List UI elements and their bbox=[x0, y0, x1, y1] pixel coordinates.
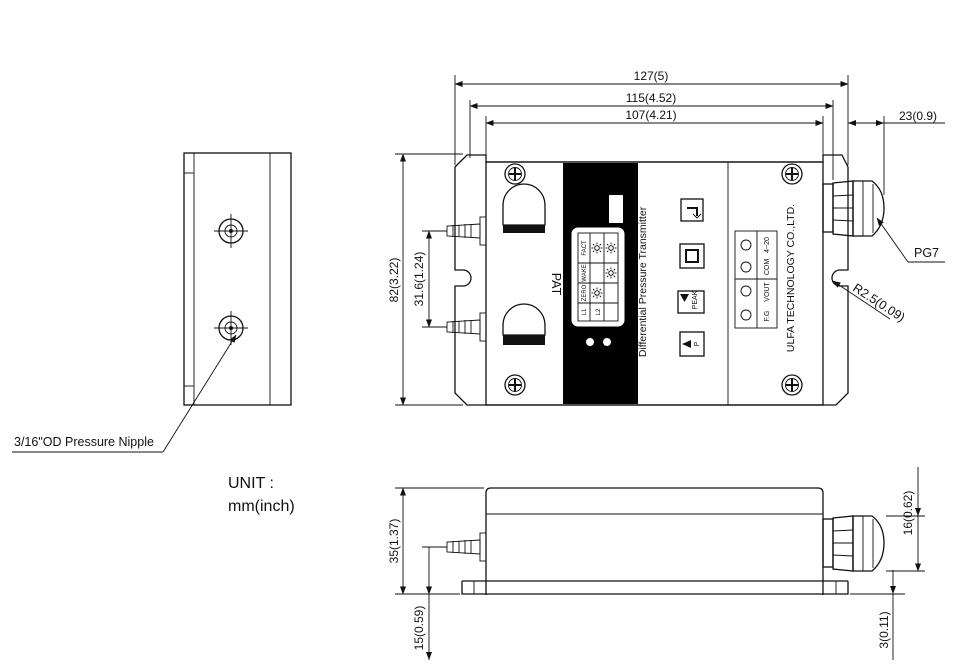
table-zero: ZERO bbox=[582, 284, 588, 301]
screw-bottom-right bbox=[781, 374, 803, 396]
led-1 bbox=[586, 338, 594, 346]
side-view-left: 3/16"OD Pressure Nipple bbox=[12, 152, 292, 453]
display-table: FACT WAKE ZERO L1 L2 bbox=[578, 233, 618, 321]
nipple-port-top bbox=[214, 214, 248, 248]
unit-label: UNIT : bbox=[228, 475, 274, 492]
dim-gland-height: 16(0.62) bbox=[901, 491, 915, 536]
front-cable-gland bbox=[822, 515, 885, 572]
p-label: P bbox=[694, 341, 701, 346]
terminal-com: COM bbox=[764, 259, 771, 276]
dim-gland-length: 23(0.9) bbox=[899, 109, 937, 123]
table-l2: L2 bbox=[596, 308, 602, 315]
nipple-port-bottom bbox=[214, 311, 248, 345]
dim-nipple-height: 15(0.59) bbox=[412, 606, 426, 651]
terminal-block: 4~20 COM VOUT F.G bbox=[734, 230, 778, 329]
gland-label: PG7 bbox=[914, 246, 939, 260]
screw-top-left bbox=[504, 163, 526, 185]
dim-base-thickness: 3(0.11) bbox=[877, 611, 891, 648]
p-button: P bbox=[679, 331, 705, 357]
table-l1: L1 bbox=[582, 308, 588, 315]
menu-button bbox=[679, 243, 705, 269]
cover-outline bbox=[485, 161, 824, 406]
left-dimensions: 82(3.22) 31.6(1.24) bbox=[387, 153, 463, 406]
table-fact: FACT bbox=[582, 240, 588, 256]
peak-label: PEAK bbox=[692, 290, 699, 309]
screw-top-right bbox=[781, 163, 803, 185]
company-name: ULFA TECHNOLOGY CO.,LTD. bbox=[785, 204, 797, 352]
pat-label: PAT bbox=[549, 273, 563, 296]
dim-side-height: 35(1.37) bbox=[387, 519, 401, 564]
dim-mid-width: 115(4.52) bbox=[626, 91, 676, 105]
corner-radius-label: R2.5(0.09) bbox=[850, 281, 907, 325]
front-body bbox=[485, 487, 824, 595]
screw-bottom-left bbox=[504, 374, 526, 396]
dim-overall-height: 82(3.22) bbox=[387, 258, 401, 303]
product-name: Differential Pressure Transmitter bbox=[637, 206, 649, 357]
dim-overall-width: 127(5) bbox=[634, 69, 669, 83]
nipple-left-top bbox=[446, 216, 487, 246]
terminal-vout: VOUT bbox=[764, 282, 771, 302]
cable-gland bbox=[822, 180, 885, 237]
nipple-left-bottom bbox=[446, 312, 487, 342]
terminal-fg: F.G bbox=[764, 311, 771, 322]
dim-nipple-spacing: 31.6(1.24) bbox=[412, 252, 426, 307]
top-dimensions: 127(5) 115(4.52) 107(4.21) 23(0.9) bbox=[454, 69, 945, 195]
front-nipple bbox=[446, 532, 487, 562]
unit-value: mm(inch) bbox=[228, 498, 295, 515]
top-view: FACT WAKE ZERO L1 L2 PAT bbox=[387, 69, 945, 406]
nipple-label: 3/16"OD Pressure Nipple bbox=[14, 435, 154, 449]
port-low bbox=[502, 303, 546, 336]
front-view: 35(1.37) 15(0.59) 16(0.62) 3(0.11) bbox=[387, 467, 925, 660]
enter-button bbox=[680, 198, 704, 222]
side-view-body bbox=[183, 152, 292, 406]
dim-inner-width: 107(4.21) bbox=[625, 108, 676, 122]
peak-button: PEAK bbox=[677, 290, 705, 314]
table-wake: WAKE bbox=[582, 264, 588, 281]
led-2 bbox=[603, 338, 611, 346]
terminal-4-20: 4~20 bbox=[764, 237, 771, 253]
port-high bbox=[502, 183, 546, 226]
